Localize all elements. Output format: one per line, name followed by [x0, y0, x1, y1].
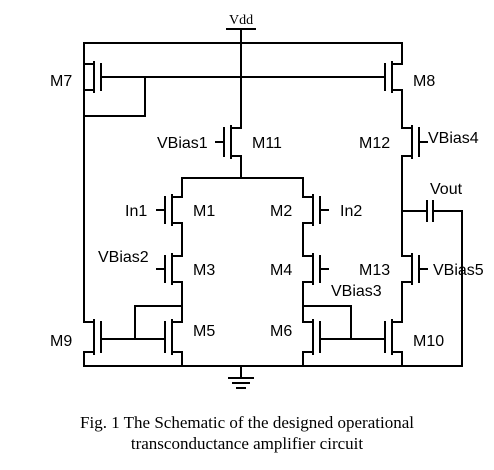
transistor-labels: M7 M8 M11 M12 M1 M2 M3 M4 M13 M5 M6 M9 M… — [50, 73, 444, 350]
m12-label: M12 — [359, 135, 390, 152]
in1-label: In1 — [125, 203, 147, 220]
m13-transistor — [401, 253, 428, 285]
m6-label: M6 — [270, 323, 292, 340]
vbias5-label: VBias5 — [433, 262, 484, 279]
vbias3-label: VBias3 — [331, 283, 382, 300]
m10-transistor — [384, 319, 403, 355]
vbias4-label: VBias4 — [428, 130, 479, 147]
m5-label: M5 — [193, 323, 215, 340]
m3-label: M3 — [193, 262, 215, 279]
m13-label: M13 — [359, 262, 390, 279]
m4-label: M4 — [270, 262, 292, 279]
m9-transistor — [83, 319, 105, 355]
ground-symbol — [228, 377, 254, 389]
caption-line-1: Fig. 1 The Schematic of the designed ope… — [80, 413, 414, 432]
wires — [83, 42, 463, 379]
m7-label: M7 — [50, 73, 72, 90]
m11-label: M11 — [252, 135, 282, 152]
vdd-label: Vdd — [229, 13, 253, 28]
m9-label: M9 — [50, 333, 72, 350]
caption-line-2: transconductance amplifier circuit — [130, 434, 364, 453]
m2-label: M2 — [270, 203, 292, 220]
figure-caption: Fig. 1 The Schematic of the designed ope… — [0, 412, 494, 454]
vdd-supply-terminal: Vdd — [226, 13, 256, 44]
signal-labels: VBias1 VBias4 In1 In2 VBias2 Vout VBias5… — [98, 130, 484, 300]
compensation-capacitor — [426, 200, 434, 222]
m7-transistor — [83, 61, 111, 93]
vbias2-label: VBias2 — [98, 249, 149, 266]
circuit-schematic: Vdd — [50, 13, 484, 389]
m5-transistor — [164, 319, 183, 355]
vout-label: Vout — [430, 181, 463, 198]
m1-label: M1 — [193, 203, 215, 220]
m4-transistor — [302, 253, 329, 285]
in2-label: In2 — [340, 203, 362, 220]
m12-transistor — [401, 125, 428, 159]
m10-label: M10 — [413, 333, 444, 350]
m3-transistor — [156, 253, 183, 285]
m2-transistor — [302, 194, 329, 226]
vbias1-label: VBias1 — [157, 135, 208, 152]
m11-transistor — [215, 125, 242, 159]
m1-transistor — [156, 194, 183, 226]
m8-label: M8 — [413, 73, 435, 90]
m8-transistor — [379, 61, 403, 93]
m6-transistor — [302, 319, 321, 355]
